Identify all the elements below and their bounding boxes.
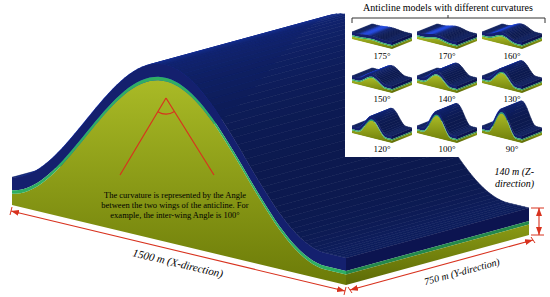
curvature-note: The curvature is represented by the Angl… bbox=[96, 190, 254, 220]
front-blue-layer bbox=[352, 32, 392, 45]
front-green-layer bbox=[482, 112, 522, 140]
front-green-layer bbox=[482, 72, 522, 91]
side-olive-layer bbox=[457, 38, 477, 49]
dimension-lines bbox=[10, 207, 544, 295]
front-green-layer bbox=[417, 35, 457, 46]
front-olive-layer bbox=[352, 121, 392, 143]
front-green-layer bbox=[417, 115, 457, 141]
front-blue-layer bbox=[482, 109, 522, 139]
front-green-layer bbox=[482, 35, 522, 46]
front-green-layer bbox=[352, 120, 392, 141]
side-olive-layer bbox=[392, 132, 412, 143]
main-anticline-block bbox=[12, 14, 529, 285]
inset-heading: Anticline models with different curvatur… bbox=[363, 2, 533, 14]
extension-line bbox=[348, 237, 535, 293]
inset-model bbox=[352, 108, 412, 143]
front-green-layer bbox=[12, 77, 346, 275]
front-blue-layer bbox=[482, 32, 522, 45]
angle-label: 90° bbox=[506, 144, 519, 154]
angle-label: 175° bbox=[373, 51, 390, 61]
wing-line bbox=[166, 98, 214, 175]
angle-label: 100° bbox=[438, 144, 455, 154]
side-olive-layer bbox=[457, 132, 477, 143]
inset-model bbox=[482, 101, 542, 143]
front-blue-layer bbox=[417, 71, 457, 89]
front-olive-layer bbox=[12, 80, 346, 285]
front-blue-layer bbox=[12, 64, 346, 271]
y-dimension-line bbox=[350, 240, 533, 290]
front-olive-layer bbox=[482, 73, 522, 93]
front-green-layer bbox=[352, 35, 392, 46]
front-green-layer bbox=[417, 74, 457, 90]
dimension-label: 140 m (Z-direction) bbox=[470, 166, 534, 190]
front-blue-layer bbox=[482, 69, 522, 90]
x-dimension-line bbox=[11, 211, 345, 291]
z-dimension-line bbox=[538, 208, 539, 235]
angle-label: 170° bbox=[438, 51, 455, 61]
side-olive-layer bbox=[392, 82, 412, 93]
dimension-label: 1500 m (X-direction) bbox=[132, 246, 225, 279]
angle-marker bbox=[120, 98, 214, 175]
angle-arc bbox=[158, 112, 175, 114]
extension-line bbox=[531, 208, 544, 235]
side-olive-layer bbox=[522, 132, 542, 143]
group-bracket bbox=[352, 15, 545, 23]
wing-line bbox=[120, 98, 166, 175]
front-green-layer bbox=[352, 77, 392, 91]
extension-line bbox=[10, 207, 346, 295]
inset-model bbox=[417, 63, 477, 93]
dimension-label: 750 m (Y-direction) bbox=[423, 256, 501, 288]
inset-model bbox=[482, 24, 542, 49]
angle-label: 130° bbox=[503, 94, 520, 104]
inset-model bbox=[352, 24, 412, 49]
angle-label: 120° bbox=[373, 144, 390, 154]
side-olive-layer bbox=[522, 38, 542, 49]
inset-backing bbox=[345, 0, 550, 157]
side-olive-layer bbox=[522, 82, 542, 93]
angle-label: 140° bbox=[438, 94, 455, 104]
inset-model bbox=[482, 61, 542, 93]
side-olive-layer bbox=[457, 82, 477, 93]
inset-model bbox=[352, 65, 412, 93]
inset-model bbox=[417, 103, 477, 143]
inset-models bbox=[352, 24, 542, 143]
angle-label: 150° bbox=[373, 94, 390, 104]
side-olive-layer bbox=[392, 38, 412, 49]
angle-label: 160° bbox=[503, 51, 520, 61]
inset-model bbox=[417, 24, 477, 49]
